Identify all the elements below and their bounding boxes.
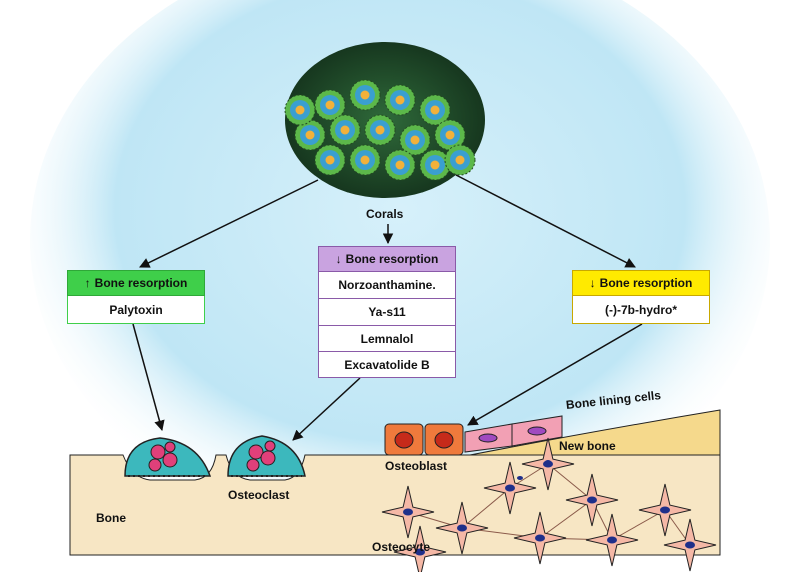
osteocyte-network (381, 437, 717, 572)
arrows (132, 174, 643, 441)
center-panel-item: Ya-s11 (318, 299, 456, 326)
right-panel-item: (-)-7b-hydro* (572, 296, 710, 324)
osteoblast-label: Osteoblast (385, 459, 448, 473)
coral-image (284, 42, 485, 198)
arrow-up-icon: ↑ (84, 276, 91, 290)
left-panel-header-label: Bone resorption (94, 276, 188, 290)
new-bone-layer (469, 409, 721, 456)
center-panel-header-label: Bone resorption (345, 252, 439, 266)
new-bone-label: New bone (559, 439, 616, 453)
bone-lining-cells (464, 415, 563, 453)
osteocyte-label: Osteocyte (372, 540, 431, 554)
center-panel-item: Norzoanthamine. (318, 272, 456, 299)
center-panel-item: Excavatolide B (318, 352, 456, 378)
arrow-right-to-lining (467, 323, 643, 426)
center-panel-header: ↓ Bone resorption (318, 246, 456, 272)
osteoclast-left (124, 437, 212, 477)
right-panel-header: ↓ Bone resorption (572, 270, 710, 296)
arrow-down-icon: ↓ (335, 252, 342, 266)
arrow-left-to-osteoclast (132, 323, 165, 432)
arrow-coral-to-left (139, 179, 319, 268)
arrow-down-icon: ↓ (589, 276, 596, 290)
arrow-coral-to-right (455, 174, 636, 268)
osteoblast-cells (384, 423, 464, 456)
left-panel-item: Palytoxin (67, 296, 205, 324)
bone-label: Bone (96, 511, 126, 525)
arrow-center-to-osteoclast (292, 377, 361, 441)
left-panel-header: ↑ Bone resorption (67, 270, 205, 296)
center-panel-item: Lemnalol (318, 326, 456, 352)
osteoclast-right (227, 435, 306, 477)
osteoclast-label: Osteoclast (228, 488, 290, 502)
corals-label: Corals (366, 207, 404, 221)
right-panel-header-label: Bone resorption (599, 276, 693, 290)
